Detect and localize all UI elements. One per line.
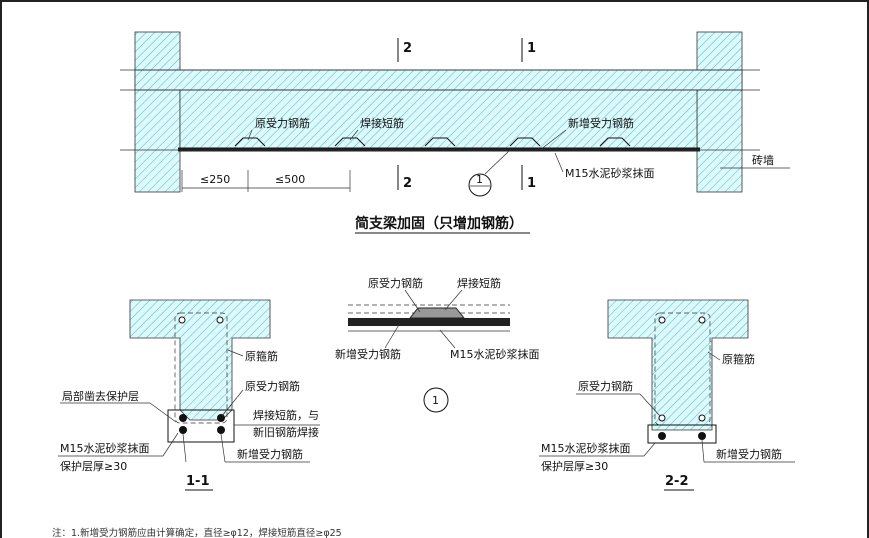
s22-label-new-rebar: 新增受力钢筋 [716, 447, 782, 461]
dim-500: ≤500 [275, 173, 305, 186]
label-mortar: M15水泥砂浆抹面 [565, 166, 655, 180]
section-2-2: 原箍筋 原受力钢筋 M15水泥砂浆抹面 保护层厚≥30 新增受力钢筋 2-2 [539, 299, 795, 491]
s22-title: 2-2 [665, 474, 689, 489]
detail-number-circle [423, 387, 449, 413]
detail-label-orig-rebar: 原受力钢筋 [368, 276, 423, 290]
s11-label-orig-rebar: 原受力钢筋 [245, 379, 300, 393]
section-mark-2-top: 2 [403, 41, 412, 56]
s11-label-stirrup: 原箍筋 [245, 349, 278, 363]
section-mark-2-bottom: 2 [403, 176, 412, 191]
detail-number: 1 [432, 394, 439, 407]
left-brick-wall [134, 31, 181, 193]
label-new-rebar: 新增受力钢筋 [568, 116, 634, 130]
detail-ref-number: 1 [476, 173, 483, 186]
detail-1: 原受力钢筋 焊接短筋 新增受力钢筋 M15水泥砂浆抹面 1 [335, 276, 540, 413]
label-brick-wall: 砖墙 [752, 153, 774, 167]
elevation-title: 简支梁加固（只增加钢筋） [355, 215, 523, 232]
slab [134, 69, 743, 91]
s11-title: 1-1 [186, 474, 210, 489]
dim-250: ≤250 [200, 173, 230, 186]
detail-label-weld-bar: 焊接短筋 [457, 276, 501, 290]
s11-label-mortar: M15水泥砂浆抹面 [60, 441, 150, 455]
section-mark-1-top: 1 [527, 41, 536, 56]
detail-label-mortar: M15水泥砂浆抹面 [450, 347, 540, 361]
weld-bars [234, 137, 631, 147]
s22-label-mortar: M15水泥砂浆抹面 [541, 441, 631, 455]
s11-label-chip-cover: 局部凿去保护层 [62, 389, 139, 403]
footnote: 注：1.新增受力钢筋应由计算确定，直径≥φ12，焊接短筋直径≥φ25 [52, 527, 342, 538]
beam-elevation: ≤250 ≤500 2 1 2 1 1 原受力钢筋 焊接短筋 新增受力钢筋 M1… [120, 31, 790, 234]
s22-label-cover: 保护层厚≥30 [541, 459, 608, 473]
s11-label-weld-line1: 焊接短筋，与 [253, 408, 319, 422]
s22-label-orig-rebar: 原受力钢筋 [578, 379, 633, 393]
label-orig-rebar: 原受力钢筋 [255, 116, 310, 130]
right-brick-wall [696, 31, 743, 193]
section-mark-1-bottom: 1 [527, 176, 536, 191]
section-1-1: 原箍筋 原受力钢筋 局部凿去保护层 焊接短筋，与 新旧钢筋焊接 M15水泥砂浆抹… [58, 299, 320, 491]
s22-label-stirrup: 原箍筋 [722, 352, 755, 366]
s11-label-new-rebar: 新增受力钢筋 [237, 447, 303, 461]
detail-ref-circle [468, 173, 492, 197]
detail-label-new-rebar: 新增受力钢筋 [335, 347, 401, 361]
beam-body [179, 89, 698, 151]
s11-label-weld-line2: 新旧钢筋焊接 [253, 425, 319, 439]
s11-label-cover: 保护层厚≥30 [60, 459, 127, 473]
label-weld-bar: 焊接短筋 [360, 116, 404, 130]
